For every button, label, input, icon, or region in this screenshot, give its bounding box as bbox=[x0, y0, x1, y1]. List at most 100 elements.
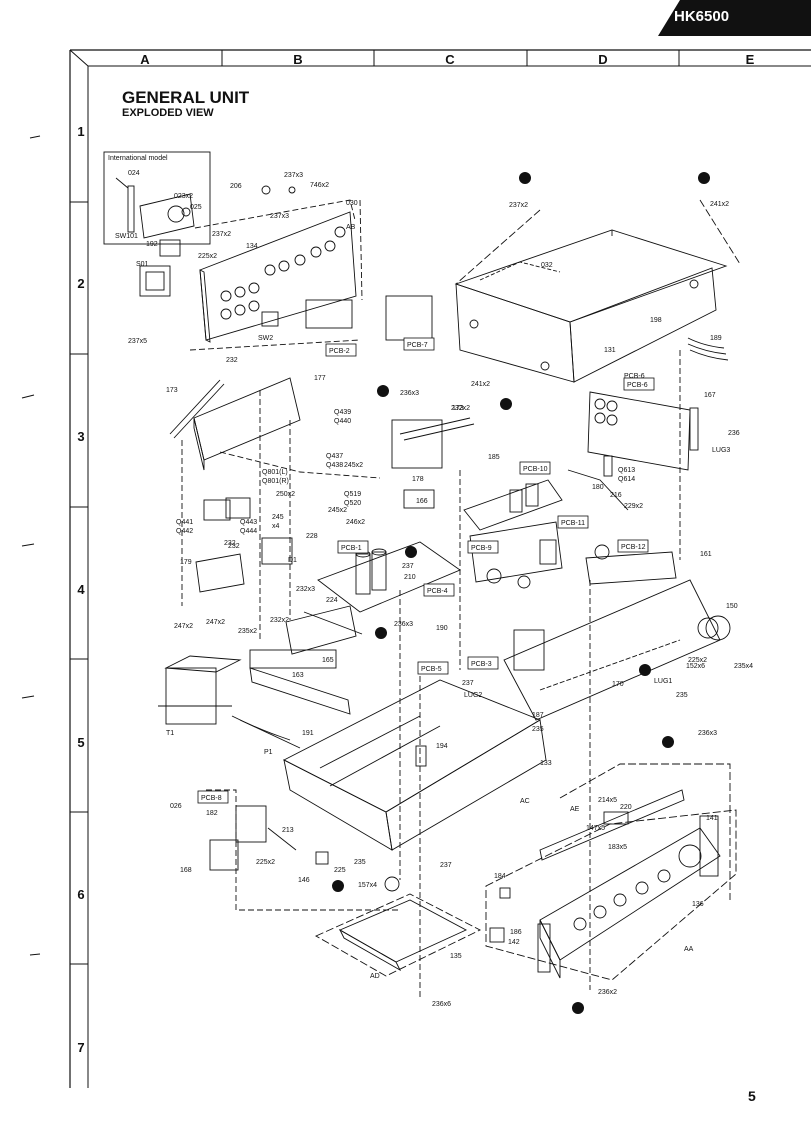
reference-marker-circle bbox=[519, 172, 531, 184]
part-number-label: AA bbox=[684, 946, 694, 953]
part-number-label: 225 bbox=[334, 867, 346, 874]
part-number-label: Q613 bbox=[618, 467, 635, 474]
top-cover bbox=[454, 199, 741, 383]
rear-panel bbox=[139, 185, 433, 351]
pcb-label-box bbox=[197, 790, 229, 804]
pcb-label: PCB-6 bbox=[627, 382, 648, 389]
international-model-inset: International model bbox=[103, 151, 211, 245]
part-number-label: Q614 bbox=[618, 476, 635, 483]
part-number-label: 237x2 bbox=[509, 202, 528, 209]
reference-marker-circle bbox=[698, 172, 710, 184]
part-number-label: Q801(R) bbox=[262, 478, 289, 485]
pcb-label-box bbox=[325, 343, 357, 357]
reference-marker-letter: A bbox=[701, 176, 706, 183]
part-number-label: 237x3 bbox=[284, 172, 303, 179]
part-number-label: 237 bbox=[402, 563, 414, 570]
part-number-label: 161 bbox=[700, 551, 712, 558]
row-label-5: 5 bbox=[77, 735, 85, 750]
leader-lines bbox=[181, 350, 681, 1000]
reference-marker-circle bbox=[662, 736, 674, 748]
column-label-d: D bbox=[598, 52, 608, 67]
part-number-label: 030 bbox=[346, 200, 358, 207]
pcb-label: PCB-7 bbox=[407, 342, 428, 349]
row-label-3: 3 bbox=[77, 429, 85, 444]
reference-marker-letter: C bbox=[378, 631, 383, 638]
part-number-label: 206 bbox=[230, 183, 242, 190]
part-number-label: 141 bbox=[706, 815, 718, 822]
part-number-label: 131 bbox=[604, 347, 616, 354]
page-subtitle: EXPLODED VIEW bbox=[122, 107, 214, 119]
pcb-label: PCB-3 bbox=[471, 661, 492, 668]
part-number-label: 235 bbox=[676, 692, 688, 699]
part-number-label: 232 bbox=[228, 543, 240, 550]
pcb-label-box bbox=[467, 540, 499, 554]
model-tab: HK6500 bbox=[650, 0, 811, 36]
pcb-label-box bbox=[617, 539, 649, 553]
pcb-label: PCB-8 bbox=[201, 795, 222, 802]
part-number-label: 168 bbox=[180, 867, 192, 874]
part-number-label: 246x2 bbox=[346, 519, 365, 526]
part-number-label: Q801(L) bbox=[262, 469, 288, 476]
pcb-label-box bbox=[519, 461, 551, 475]
pcb-label: PCB-1 bbox=[341, 545, 362, 552]
part-number-label: 198 bbox=[650, 317, 662, 324]
part-number-label: D1 bbox=[288, 557, 297, 564]
pcb-label: PCB-9 bbox=[471, 545, 492, 552]
reference-marker-letter: D bbox=[335, 884, 340, 891]
part-number-label: Q519 bbox=[344, 491, 361, 498]
part-number-label: 225x2 bbox=[198, 253, 217, 260]
inset-title: International model bbox=[108, 155, 168, 162]
part-number-label: 237 bbox=[440, 862, 452, 869]
part-number-label: 157x4 bbox=[358, 882, 377, 889]
row-label-2: 2 bbox=[77, 276, 85, 291]
part-number-label: 150 bbox=[726, 603, 738, 610]
pcb-label: PCB-10 bbox=[523, 466, 548, 473]
pcb-label-box bbox=[423, 583, 455, 597]
part-number-label: 236x3 bbox=[394, 621, 413, 628]
part-number-label: 250x2 bbox=[276, 491, 295, 498]
model-tab-shape bbox=[658, 0, 811, 36]
part-number-label: 186 bbox=[510, 929, 522, 936]
part-number-label: 192 bbox=[146, 241, 158, 248]
part-number-label: 173 bbox=[166, 387, 178, 394]
part-number-label: 184 bbox=[494, 873, 506, 880]
part-number-label: x4 bbox=[272, 523, 280, 530]
row-label-6: 6 bbox=[77, 887, 85, 902]
reference-marker-letter: C bbox=[408, 550, 413, 557]
part-number-label: 235x2 bbox=[238, 628, 257, 635]
part-number-label: 191 bbox=[302, 730, 314, 737]
reference-marker-letter: B bbox=[575, 1006, 580, 1013]
pcb-label-box bbox=[623, 377, 655, 391]
part-number-label: P1 bbox=[264, 749, 273, 756]
part-number-label: Q443 bbox=[240, 519, 257, 526]
part-number-label: Q442 bbox=[176, 528, 193, 535]
reference-marker-circle bbox=[405, 546, 417, 558]
part-number-label: 225x2 bbox=[256, 859, 275, 866]
part-number-label: 133 bbox=[540, 760, 552, 767]
page-number: 5 bbox=[748, 1088, 756, 1104]
reference-marker-letter: A bbox=[503, 402, 508, 409]
column-label-c: C bbox=[445, 52, 455, 67]
part-number-label: 245 bbox=[272, 514, 284, 521]
part-number-label: 194 bbox=[436, 743, 448, 750]
part-number-label: 241x2 bbox=[710, 201, 729, 208]
pcb-label-box bbox=[337, 540, 369, 554]
part-number-label: SW101 bbox=[115, 233, 138, 240]
row-label-7: 7 bbox=[77, 1040, 85, 1055]
part-number-label: Q444 bbox=[240, 528, 257, 535]
part-number-label: Q441 bbox=[176, 519, 193, 526]
part-number-label: 235x4 bbox=[734, 663, 753, 670]
part-number-label: 180 bbox=[592, 484, 604, 491]
part-number-label: 210 bbox=[404, 574, 416, 581]
part-number-label: 237x5 bbox=[128, 338, 147, 345]
pcb-label: PCB-12 bbox=[621, 544, 646, 551]
part-number-label: 152x6 bbox=[686, 663, 705, 670]
part-number-label: LUG1 bbox=[654, 678, 672, 685]
part-number-label: 237 bbox=[462, 680, 474, 687]
reference-marker-circle bbox=[375, 627, 387, 639]
part-number-label: 026 bbox=[170, 803, 182, 810]
pcb-label-box bbox=[403, 337, 435, 351]
part-number-label: 179 bbox=[180, 559, 192, 566]
part-number-label: AE bbox=[570, 806, 580, 813]
